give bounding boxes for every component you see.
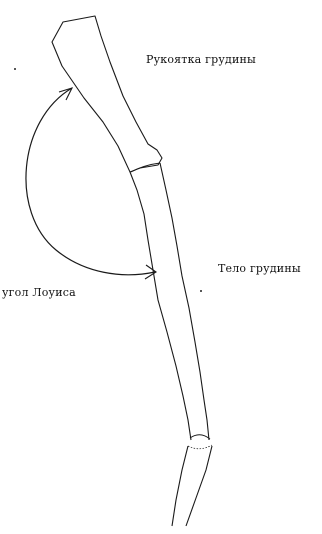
sternum-body-left-edge	[130, 172, 191, 440]
sternal-angle-arc	[26, 88, 155, 275]
xiphoid-joint	[190, 435, 210, 439]
sternum-body-label: Тело грудины	[218, 262, 301, 275]
xiphoid-joint-inner	[188, 445, 212, 449]
sternum-body-right-edge	[160, 163, 209, 440]
speck-mark	[14, 68, 16, 70]
xiphoid-process	[172, 446, 212, 526]
sternal-angle-label: угол Лоуиса	[2, 286, 76, 299]
manubrium-label: Рукоятка грудины	[146, 53, 256, 66]
speck-mark	[200, 290, 202, 292]
